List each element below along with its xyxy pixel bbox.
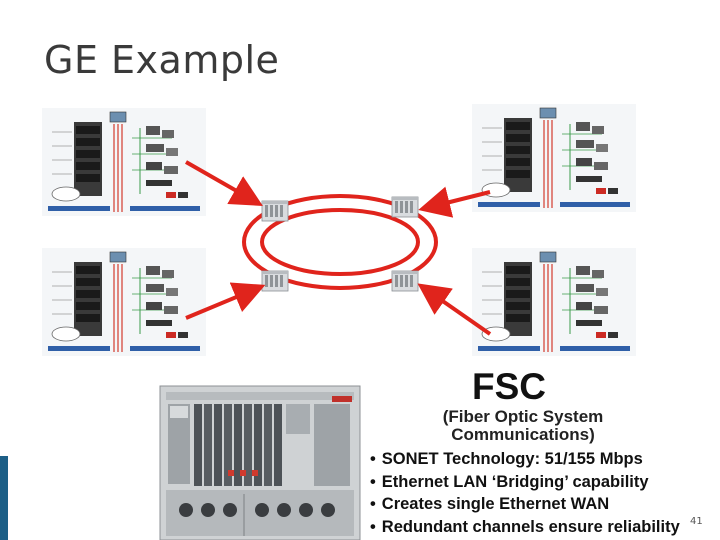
slide-title: GE Example — [44, 38, 280, 82]
fiber-node-top-left — [261, 200, 289, 222]
arrow-bottom-left — [185, 282, 266, 320]
station-bottom-right — [471, 247, 637, 357]
fiber-node-bottom-right — [391, 270, 419, 292]
station-top-left — [41, 107, 207, 217]
fiber-node-top-right — [391, 196, 419, 218]
fiber-ring-outer — [242, 194, 438, 290]
station-bottom-left — [41, 247, 207, 357]
fiber-ring-inner — [260, 208, 420, 276]
fsc-equipment-rack — [159, 385, 361, 540]
station-top-right — [471, 103, 637, 213]
bullet-ethernet-bridging: Ethernet LAN ‘Bridging’ capability — [370, 471, 680, 494]
bullet-sonet: SONET Technology: 51/155 Mbps — [370, 448, 680, 471]
arrow-top-right — [418, 186, 491, 218]
fsc-subtitle: (Fiber Optic System Communications) — [442, 407, 604, 444]
fiber-node-bottom-left — [261, 270, 289, 292]
fsc-title: FSC — [472, 366, 546, 407]
page-number: 41 — [690, 516, 703, 527]
bullet-redundant-channels: Redundant channels ensure reliability — [370, 516, 680, 539]
bullet-single-wan: Creates single Ethernet WAN — [370, 493, 680, 516]
arrow-top-left — [185, 160, 263, 206]
fsc-bullet-list: SONET Technology: 51/155 Mbps Ethernet L… — [370, 448, 680, 538]
left-accent-bar — [0, 456, 8, 540]
arrow-bottom-right — [417, 283, 492, 336]
